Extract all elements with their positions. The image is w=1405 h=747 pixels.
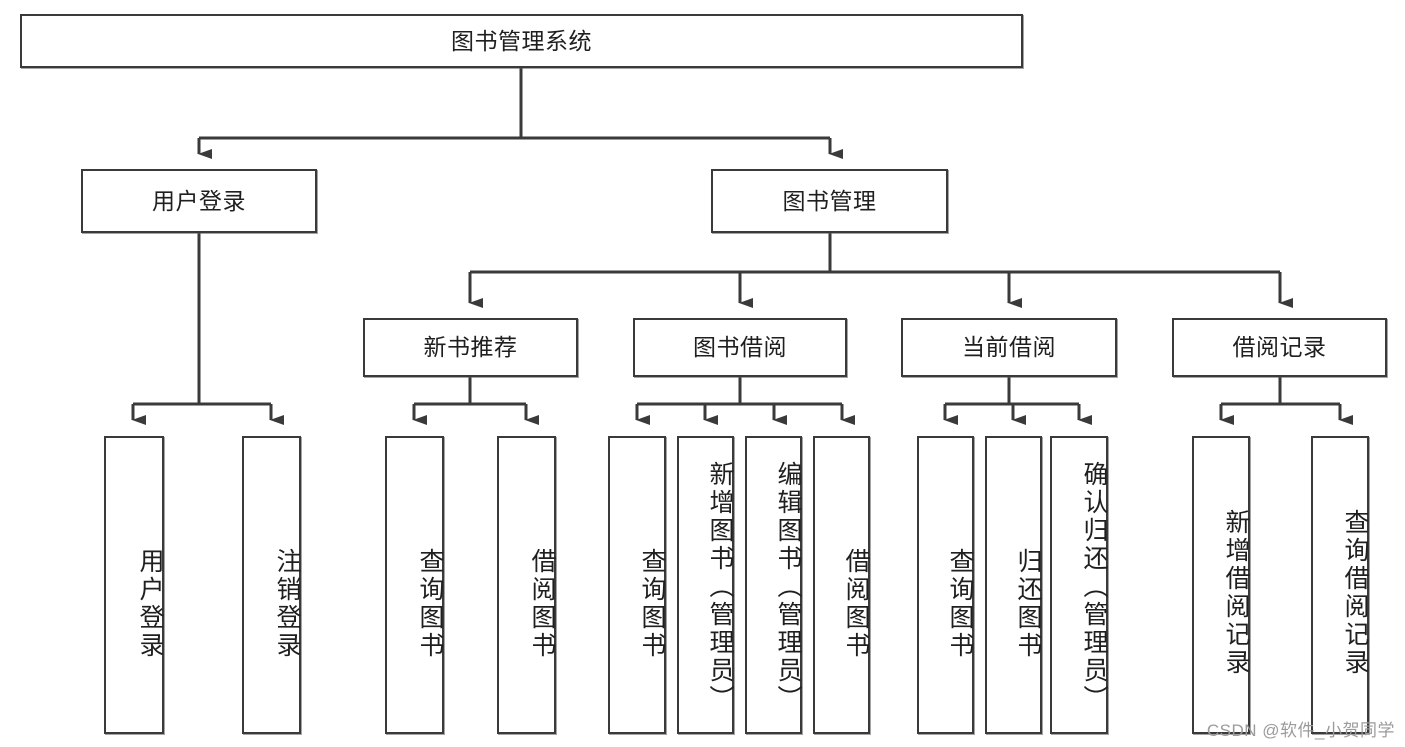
node-leaf-query-record[interactable]: 查询借阅记录 [1311, 436, 1369, 734]
node-leaf-user-login[interactable]: 用户登录 [104, 436, 164, 734]
node-new-book-recommend[interactable]: 新书推荐 [363, 318, 578, 377]
node-book-borrow[interactable]: 图书借阅 [633, 318, 847, 377]
node-leaf-borrow-book-2[interactable]: 借阅图书 [813, 436, 870, 734]
node-current-borrow[interactable]: 当前借阅 [901, 318, 1117, 377]
node-leaf-confirm-return[interactable]: 确认归还（管理员） [1050, 436, 1108, 734]
node-leaf-add-book[interactable]: 新增图书（管理员） [677, 436, 734, 734]
node-root-system[interactable]: 图书管理系统 [20, 14, 1023, 68]
node-leaf-edit-book[interactable]: 编辑图书（管理员） [745, 436, 802, 734]
node-leaf-borrow-book-1[interactable]: 借阅图书 [497, 436, 556, 734]
node-leaf-return-book[interactable]: 归还图书 [985, 436, 1042, 734]
node-leaf-add-record[interactable]: 新增借阅记录 [1192, 436, 1250, 734]
node-leaf-query-book-2[interactable]: 查询图书 [608, 436, 666, 734]
node-leaf-logout-login[interactable]: 注销登录 [242, 436, 301, 734]
node-book-manage[interactable]: 图书管理 [711, 169, 948, 233]
node-leaf-query-book-3[interactable]: 查询图书 [917, 436, 974, 734]
node-user-login[interactable]: 用户登录 [81, 169, 317, 233]
csdn-watermark: CSDN @软件_小贺同学 [1206, 721, 1395, 740]
node-leaf-query-book-1[interactable]: 查询图书 [385, 436, 444, 734]
node-borrow-record[interactable]: 借阅记录 [1172, 318, 1387, 377]
